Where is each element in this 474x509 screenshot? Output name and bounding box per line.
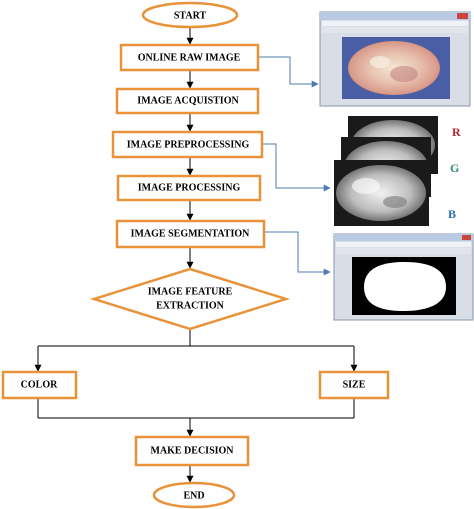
- node-image-acquisition: IMAGE ACQUISTION: [115, 87, 260, 115]
- node-feature-extraction: IMAGE FEATURE EXTRACTION: [89, 267, 291, 331]
- node-image-segmentation: IMAGE SEGMENTATION: [115, 219, 266, 249]
- node-image-processing-label: IMAGE PROCESSING: [138, 182, 241, 193]
- node-start: START: [141, 1, 239, 29]
- node-make-decision-label: MAKE DECISION: [150, 445, 234, 456]
- channel-label-g: G: [450, 161, 459, 175]
- raw-fruit-image: [348, 41, 440, 95]
- segmented-mask: [364, 262, 446, 311]
- node-end-label: END: [183, 490, 204, 501]
- channel-label-b: B: [448, 207, 456, 221]
- node-size-label: SIZE: [343, 379, 366, 390]
- segmented-image-window: [333, 233, 474, 321]
- node-color: COLOR: [1, 370, 78, 400]
- node-image-segmentation-label: IMAGE SEGMENTATION: [131, 228, 251, 239]
- node-image-processing: IMAGE PROCESSING: [116, 174, 262, 202]
- node-start-label: START: [174, 10, 207, 21]
- rgb-channel-stack: R G B: [334, 116, 461, 226]
- node-color-label: COLOR: [21, 379, 58, 390]
- node-feature-extraction-label-2: EXTRACTION: [156, 300, 225, 311]
- node-make-decision: MAKE DECISION: [134, 435, 250, 467]
- node-size: SIZE: [318, 370, 390, 400]
- node-online-raw-image-label: ONLINE RAW IMAGE: [138, 52, 241, 63]
- node-feature-extraction-label-1: IMAGE FEATURE: [148, 286, 233, 297]
- node-online-raw-image: ONLINE RAW IMAGE: [119, 43, 260, 72]
- raw-image-window: [319, 11, 471, 107]
- node-image-preprocessing-label: IMAGE PREPROCESSING: [127, 139, 250, 150]
- flow-connectors: [34, 27, 358, 483]
- node-image-preprocessing: IMAGE PREPROCESSING: [111, 130, 264, 159]
- node-end: END: [152, 481, 236, 509]
- node-image-acquisition-label: IMAGE ACQUISTION: [137, 95, 239, 106]
- side-arrows: [258, 56, 331, 276]
- channel-image-b: [334, 160, 429, 226]
- channel-label-r: R: [452, 125, 461, 139]
